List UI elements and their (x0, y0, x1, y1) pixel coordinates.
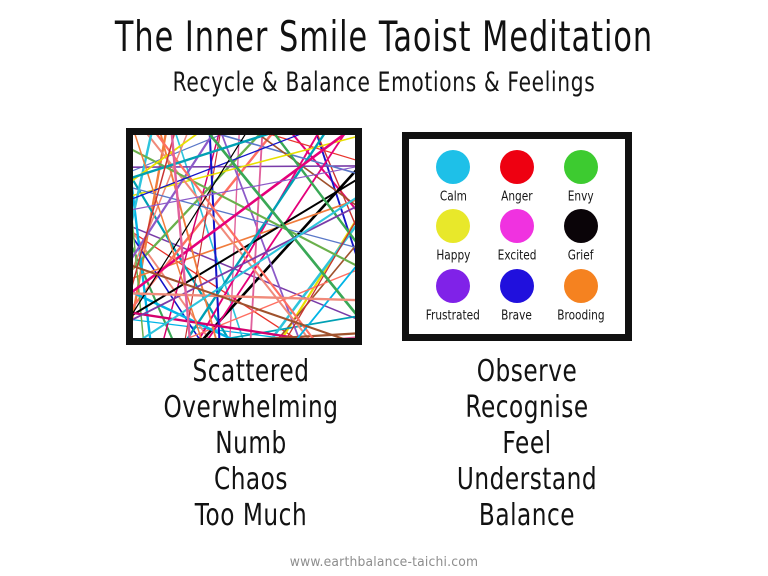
emotion-cell: Anger (499, 150, 535, 203)
scattered-lines-panel (126, 128, 362, 345)
word-item: Numb (215, 425, 287, 461)
scatter-line (133, 319, 287, 338)
emotion-cell: Excited (495, 209, 539, 262)
emotion-dot-icon (499, 268, 534, 303)
scatter-line (133, 231, 297, 338)
scatter-line (170, 135, 191, 338)
scatter-line (133, 246, 174, 338)
emotion-cell: Happy (434, 209, 473, 262)
scatter-line (316, 135, 355, 255)
scatter-line (207, 135, 345, 338)
emotion-label: Brooding (557, 306, 605, 323)
scatter-line (133, 135, 269, 179)
page-subtitle: Recycle & Balance Emotions & Feelings (172, 66, 596, 98)
scatter-line (316, 135, 355, 226)
emotion-dot-icon (436, 209, 470, 244)
scatter-line (133, 187, 355, 248)
scatter-line (133, 135, 261, 271)
emotion-cell: Brave (499, 268, 534, 323)
emotion-dot-icon (500, 150, 534, 184)
scatter-line (338, 336, 355, 338)
emotion-cell: Brooding (554, 268, 608, 323)
emotion-cell: Calm (436, 150, 470, 203)
word-item: Chaos (213, 461, 289, 497)
emotion-label: Frustrated (425, 306, 481, 323)
word-item: Feel (502, 425, 552, 461)
scatter-line (273, 135, 355, 243)
emotion-dot-icon (563, 268, 598, 303)
scatter-line (133, 136, 355, 197)
emotion-cell: Envy (564, 150, 598, 203)
scatter-line (208, 135, 355, 315)
scatter-line (296, 266, 355, 338)
emotion-dot-icon (436, 150, 470, 184)
header-block: The Inner Smile Taoist Meditation Recycl… (0, 12, 768, 97)
emotion-label: Brave (501, 306, 533, 323)
scatter-line (208, 135, 221, 338)
scatter-line (133, 135, 175, 286)
scatter-line (133, 265, 345, 338)
scatter-line (133, 206, 355, 321)
word-item: Observe (476, 353, 578, 389)
scatter-line (261, 332, 355, 338)
word-item: Recognise (465, 389, 589, 425)
footer-website-url[interactable]: www.earthbalance-taichi.com (289, 555, 479, 570)
scatter-line (133, 135, 153, 222)
scatter-line (202, 169, 355, 338)
scatter-line (277, 245, 355, 338)
emotion-label: Anger (501, 188, 533, 204)
word-item: Scattered (192, 353, 310, 389)
scatter-line (286, 221, 355, 338)
emotion-dot-icon (564, 209, 598, 244)
word-item: Overwhelming (163, 389, 339, 425)
scatter-line (163, 135, 220, 338)
word-item: Understand (456, 461, 598, 497)
word-item: Too Much (194, 497, 308, 533)
scatter-line (146, 135, 310, 338)
emotion-dot-icon (564, 150, 598, 184)
emotion-label: Calm (439, 188, 467, 204)
scattered-lines-illustration (133, 135, 355, 338)
emotion-cell: Grief (564, 209, 598, 262)
emotion-dot-icon (499, 209, 534, 244)
emotion-label: Excited (497, 247, 537, 263)
scatter-line (133, 292, 355, 302)
word-item: Balance (478, 497, 576, 533)
emotion-label: Grief (568, 247, 594, 263)
emotion-dot-icon (436, 268, 470, 303)
scatter-line (133, 135, 246, 314)
scatter-line (156, 135, 314, 338)
emotion-cell: Frustrated (422, 268, 484, 323)
scatter-line (258, 135, 355, 206)
scatter-line (221, 135, 300, 338)
scatter-line (133, 166, 355, 211)
scatter-line (226, 315, 355, 338)
emotion-label: Happy (435, 247, 471, 263)
scatter-line (141, 197, 355, 338)
emotion-label: Envy (568, 188, 594, 204)
page-title: The Inner Smile Taoist Meditation (114, 12, 654, 62)
scatter-line (133, 135, 214, 259)
scatter-line (133, 135, 346, 293)
